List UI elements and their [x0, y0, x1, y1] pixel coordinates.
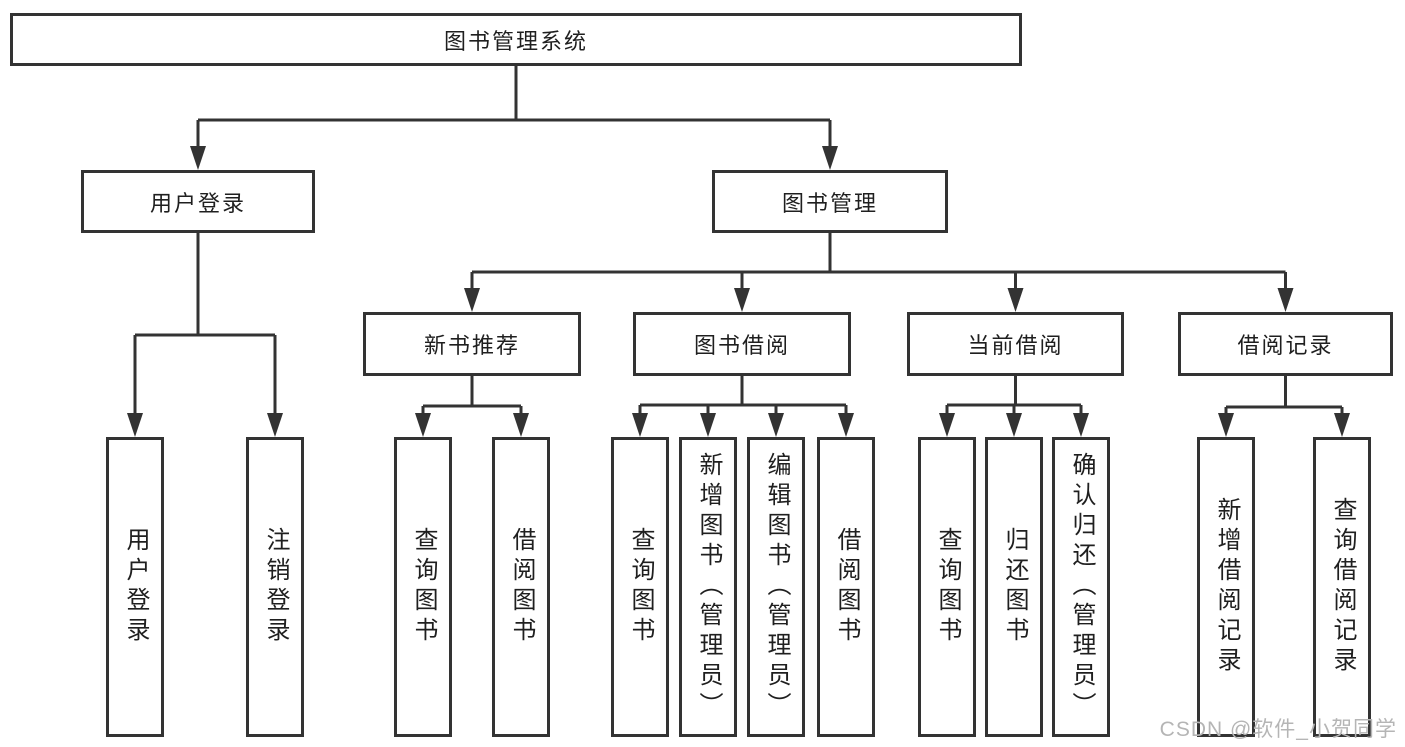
node-bb-borrow: 借阅图书	[817, 437, 875, 737]
node-book-borrow: 图书借阅	[633, 312, 851, 376]
node-root: 图书管理系统	[10, 13, 1022, 66]
node-new-book-rec: 新书推荐	[363, 312, 581, 376]
node-label: 查询图书	[934, 527, 961, 647]
node-cb-query: 查询图书	[918, 437, 976, 737]
arrowhead-icon	[190, 146, 206, 170]
arrowhead-icon	[939, 413, 955, 437]
arrowhead-icon	[1073, 413, 1089, 437]
arrowhead-icon	[267, 413, 283, 437]
arrowhead-icon	[127, 413, 143, 437]
arrowhead-icon	[513, 413, 529, 437]
node-book-mgmt: 图书管理	[712, 170, 948, 233]
node-login: 用户登录	[106, 437, 164, 737]
arrowhead-icon	[734, 288, 750, 312]
arrowhead-icon	[1277, 288, 1294, 312]
node-rc-query: 查询借阅记录	[1313, 437, 1371, 737]
arrowhead-icon	[415, 413, 431, 437]
node-label: 新增借阅记录	[1213, 497, 1240, 677]
arrowhead-icon	[632, 413, 648, 437]
node-label: 新书推荐	[423, 333, 520, 358]
node-user-login: 用户登录	[81, 170, 315, 233]
node-label: 借阅图书	[833, 527, 860, 647]
node-label: 借阅图书	[508, 527, 535, 647]
arrowhead-icon	[464, 288, 480, 312]
node-label: 图书借阅	[693, 333, 790, 358]
node-borrow-records: 借阅记录	[1178, 312, 1393, 376]
node-label: 新增图书（管理员）	[695, 452, 722, 722]
connector-path	[133, 66, 1344, 417]
node-current-borrow: 当前借阅	[907, 312, 1124, 376]
node-label: 借阅记录	[1237, 333, 1334, 358]
arrowhead-icon	[768, 413, 784, 437]
node-bb-edit: 编辑图书（管理员）	[747, 437, 805, 737]
node-label: 图书管理	[781, 190, 878, 216]
node-label: 用户登录	[149, 190, 246, 216]
arrowhead-icon	[1006, 413, 1022, 437]
node-bb-add: 新增图书（管理员）	[679, 437, 737, 737]
arrowhead-icon	[838, 413, 854, 437]
node-cb-confirm: 确认归还（管理员）	[1052, 437, 1110, 737]
node-label: 查询图书	[627, 527, 654, 647]
arrowhead-icon	[822, 146, 838, 170]
node-label: 查询借阅记录	[1329, 497, 1356, 677]
node-bb-query: 查询图书	[611, 437, 669, 737]
arrowhead-icon	[1334, 413, 1350, 437]
node-logout: 注销登录	[246, 437, 304, 737]
node-label: 图书管理系统	[443, 28, 588, 54]
node-rc-add: 新增借阅记录	[1197, 437, 1255, 737]
node-label: 查询图书	[410, 527, 437, 647]
node-rec-query: 查询图书	[394, 437, 452, 737]
node-label: 归还图书	[1001, 527, 1028, 647]
node-rec-borrow: 借阅图书	[492, 437, 550, 737]
arrowhead-icon	[700, 413, 716, 437]
node-cb-return: 归还图书	[985, 437, 1043, 737]
node-label: 编辑图书（管理员）	[763, 452, 790, 722]
node-label: 确认归还（管理员）	[1068, 452, 1095, 722]
node-label: 注销登录	[262, 527, 289, 647]
node-label: 用户登录	[122, 527, 149, 647]
arrowhead-icon	[1218, 413, 1234, 437]
node-label: 当前借阅	[967, 333, 1064, 358]
watermark: CSDN @软件_小贺同学	[1159, 718, 1397, 741]
arrowhead-icon	[1007, 288, 1024, 312]
